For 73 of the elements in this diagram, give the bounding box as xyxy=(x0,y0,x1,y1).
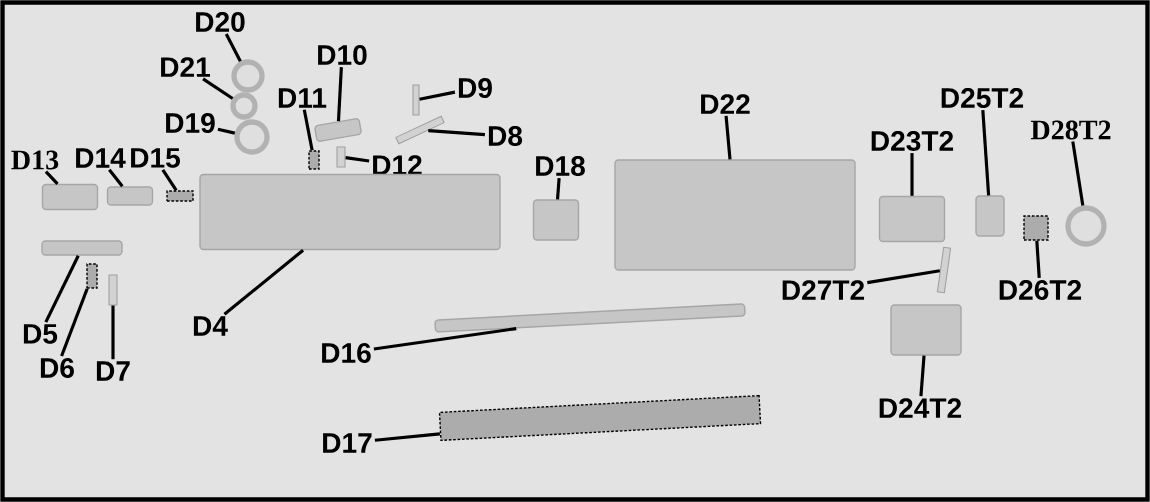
washer-drawing xyxy=(231,59,265,93)
leader-line xyxy=(1071,141,1085,206)
washer-drawing xyxy=(234,119,270,155)
callout-label: D13 xyxy=(11,150,59,170)
pin-drawing xyxy=(936,246,952,294)
leader-line xyxy=(555,177,561,200)
part-drawing xyxy=(975,195,1005,237)
spring-drawing xyxy=(1023,215,1049,241)
spring-drawing xyxy=(86,263,98,289)
part-drawing xyxy=(106,186,154,206)
leader-line xyxy=(345,156,370,163)
part-drawing xyxy=(532,199,580,241)
part-drawing xyxy=(199,173,501,251)
spring-drawing xyxy=(308,150,320,170)
callout-label: D7 xyxy=(96,361,130,381)
leader-line xyxy=(428,129,486,137)
part-drawing xyxy=(41,183,99,211)
part-drawing xyxy=(434,303,746,333)
leader-line xyxy=(108,168,124,188)
spring-drawing xyxy=(438,394,762,442)
part-drawing xyxy=(314,118,362,142)
callout-label: D16 xyxy=(322,343,371,363)
callout-label: D8 xyxy=(488,126,523,146)
leader-line xyxy=(60,288,89,357)
washer-drawing xyxy=(230,92,258,120)
leader-line xyxy=(217,127,236,135)
leader-line xyxy=(336,66,343,122)
leader-line xyxy=(111,305,115,360)
leader-line xyxy=(302,109,314,151)
leader-line xyxy=(374,432,441,442)
callout-label: D5 xyxy=(23,324,58,344)
callout-label: D18 xyxy=(536,156,585,176)
callout-label: D24T2 xyxy=(879,398,962,418)
callout-label: D11 xyxy=(278,88,327,108)
callout-label: D27T2 xyxy=(782,280,865,300)
callout-label: D15 xyxy=(131,148,180,168)
leader-line xyxy=(1035,240,1041,279)
leader-line xyxy=(224,33,242,62)
callout-label: D23T2 xyxy=(871,131,954,151)
leader-line xyxy=(223,248,305,316)
callout-label: D9 xyxy=(458,78,492,98)
leader-line xyxy=(919,355,926,397)
leader-line xyxy=(910,153,914,196)
callout-label: D21 xyxy=(161,57,210,77)
callout-label: D26T2 xyxy=(999,280,1082,300)
pin-drawing xyxy=(108,274,118,306)
pin-drawing xyxy=(336,146,346,168)
leader-line xyxy=(867,269,941,285)
leader-line xyxy=(202,77,234,100)
leader-line xyxy=(161,169,178,192)
part-drawing xyxy=(614,159,856,271)
callout-label: D14 xyxy=(76,148,126,168)
callout-label: D6 xyxy=(40,358,74,378)
part-drawing xyxy=(41,240,123,256)
callout-label: D17 xyxy=(323,433,372,453)
part-drawing xyxy=(890,304,962,356)
callout-label: D4 xyxy=(193,316,228,336)
spring-drawing xyxy=(166,190,194,202)
callout-label: D28T2 xyxy=(1030,120,1111,140)
callout-label: D22 xyxy=(701,94,750,114)
callout-label: D20 xyxy=(196,12,245,32)
leader-line xyxy=(419,90,456,101)
leader-line xyxy=(373,327,517,351)
callout-label: D25T2 xyxy=(941,88,1024,108)
callout-label: D19 xyxy=(166,113,215,133)
leader-line xyxy=(981,109,991,196)
pin-drawing xyxy=(412,84,420,116)
part-drawing xyxy=(878,195,946,243)
leader-line xyxy=(44,170,59,185)
washer-drawing xyxy=(1065,205,1107,247)
pin-drawing xyxy=(395,115,445,145)
callout-label: D10 xyxy=(318,45,367,65)
leader-line xyxy=(724,115,732,160)
